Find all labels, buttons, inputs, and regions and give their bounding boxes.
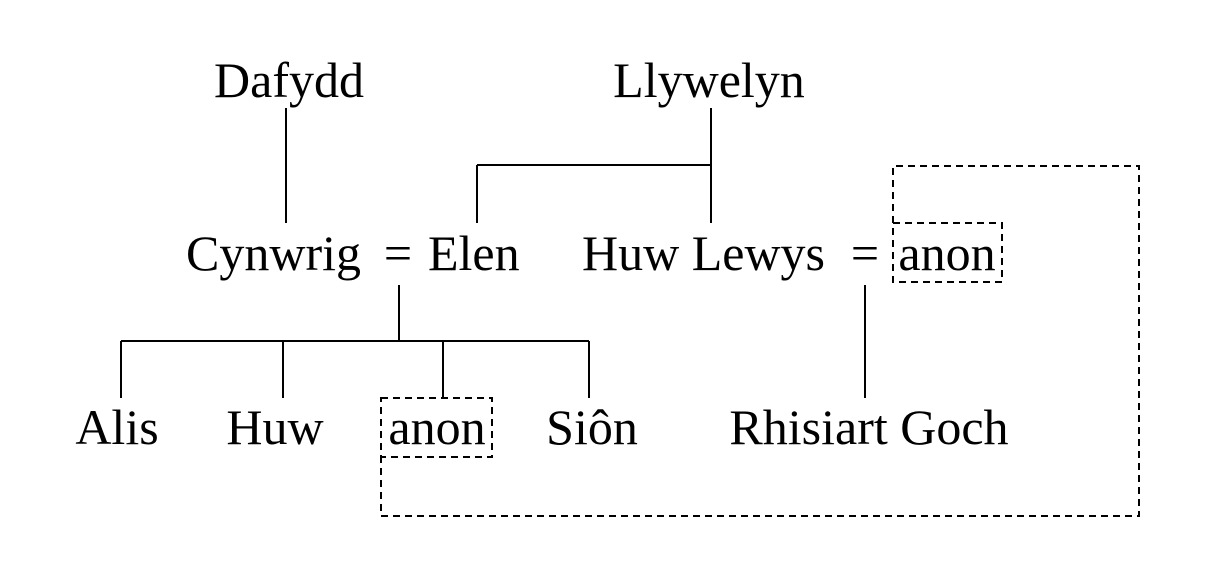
person-anon-child: anon [388,399,485,455]
person-sion: Siôn [546,399,638,455]
person-llywelyn: Llywelyn [613,52,805,108]
person-alis: Alis [75,399,158,455]
person-dafydd: Dafydd [214,52,364,108]
marriage-sign-huw-lewys-anon: = [851,225,879,281]
person-elen: Elen [428,225,520,281]
person-cynwrig: Cynwrig [186,225,361,281]
person-rhisiart-goch: Rhisiart Goch [729,399,1008,455]
anon-spouse-dashed-box [892,222,1003,283]
person-huw-lewys: Huw Lewys [582,225,825,281]
person-huw: Huw [226,399,323,455]
anon-identity-dashed-link [380,165,1140,517]
person-anon-spouse: anon [898,225,995,281]
marriage-sign-cynwrig-elen: = [384,225,412,281]
